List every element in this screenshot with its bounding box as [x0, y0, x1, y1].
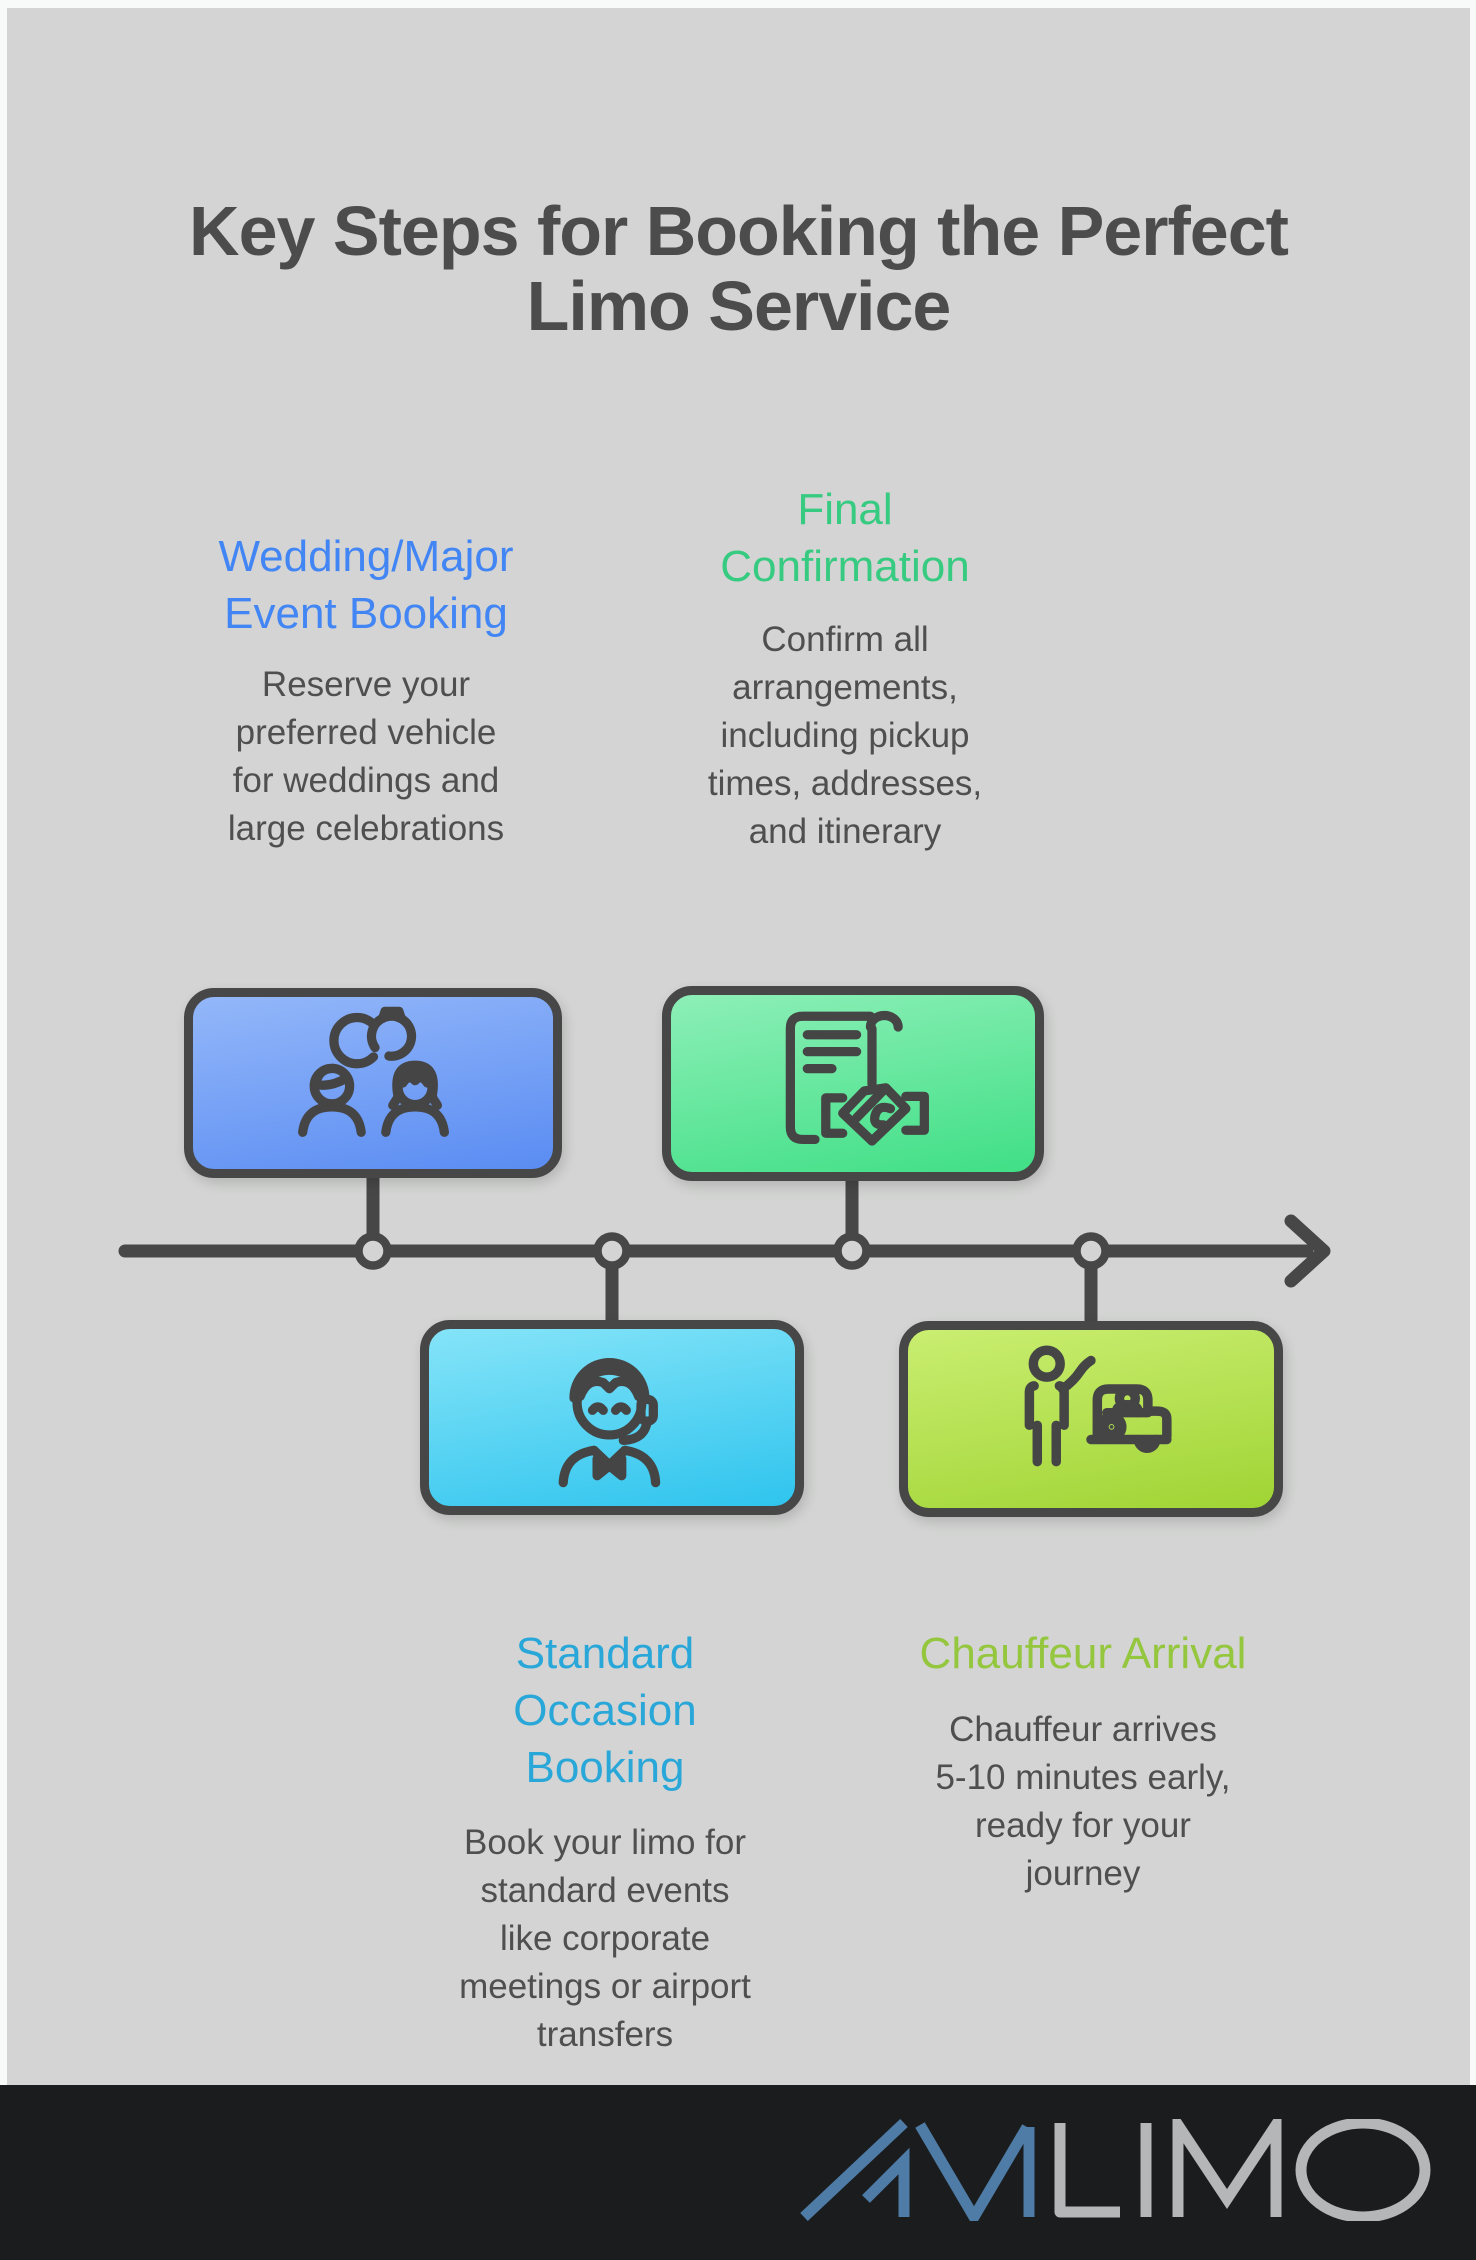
logo-text: AVILIMO — [0, 2085, 1, 2086]
timeline-arrowhead-icon — [1284, 1214, 1331, 1288]
timeline-node-1 — [354, 1232, 392, 1270]
step-heading-standard: Standard Occasion Booking — [513, 1629, 697, 1793]
step-icon-box-wedding — [184, 988, 562, 1178]
step-body-chauffeur: Chauffeur arrives 5-10 minutes early, re… — [935, 1710, 1231, 1893]
step-heading-chauffeur: Chauffeur Arrival — [919, 1629, 1247, 1678]
step-icon-box-confirmation — [662, 986, 1044, 1181]
page-title: Key Steps for Booking the Perfect Limo S… — [189, 192, 1289, 345]
step-body-standard: Book your limo for standard events like … — [459, 1823, 751, 2054]
logo-limo-letters — [1054, 2119, 1431, 2221]
contract-handshake-icon — [785, 1010, 929, 1146]
timeline-node-3 — [833, 1232, 871, 1270]
timeline-node-2 — [593, 1232, 631, 1270]
avilimo-logo-icon — [800, 2119, 1431, 2221]
step-body-wedding: Reserve your preferred vehicle for weddi… — [227, 665, 505, 848]
step-icon-box-standard — [420, 1320, 804, 1515]
wedding-couple-icon — [297, 1006, 449, 1137]
step-heading-wedding: Wedding/Major Event Booking — [218, 532, 514, 639]
step-body-confirmation: Confirm all arrangements, including pick… — [707, 620, 983, 851]
timeline-node-4 — [1072, 1232, 1110, 1270]
step-heading-confirmation: Final Confirmation — [720, 485, 970, 592]
footer: AVILIMO — [0, 2085, 1476, 2260]
chauffeur-car-icon — [1024, 1345, 1172, 1467]
infographic-canvas: Key Steps for Booking the Perfect Limo S… — [7, 8, 1470, 2085]
step-icon-box-chauffeur — [899, 1321, 1283, 1517]
logo-avi-letters — [800, 2119, 1035, 2221]
support-agent-icon — [558, 1357, 660, 1487]
